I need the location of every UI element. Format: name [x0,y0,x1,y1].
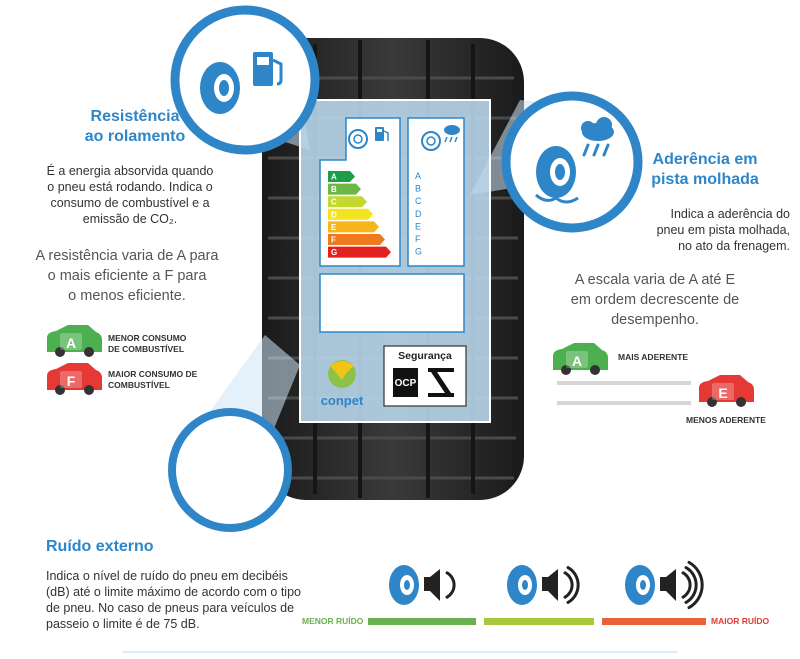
rolling-legend-letter-a: A [66,335,76,351]
fuel-class-letter: G [331,248,337,257]
tire-icon [200,62,240,114]
wet-scale-line: A escala varia de A até E [574,272,736,288]
tire-icon [534,146,579,204]
wet-legend-caption-e: MENOS ADERENTE [686,415,766,425]
rolling-legend-car-a: A [47,325,102,357]
noise-label-box [319,273,465,333]
rolling-resistance-description: É a energia absorvida quando o pneu está… [30,163,230,227]
inmetro-icon [428,368,454,397]
fuel-class-a: A [328,171,355,182]
rolling-legend-letter-f: F [67,373,76,389]
rolling-resistance-callout [170,5,320,155]
rolling-legend-caption-f: MAIOR CONSUMO DE COMBUSTÍVEL [108,369,197,391]
wet-scale-line: desempenho. [611,312,699,328]
fuel-class-letter: C [331,198,337,207]
rolling-scale-line: o mais eficiente a F para [47,268,207,284]
wet-class-c: C [415,196,422,206]
caption-line: DE COMBUSTÍVEL [108,344,185,354]
rolling-desc-line: É a energia absorvida quando [46,164,214,178]
security-title: Segurança [398,350,452,362]
fuel-panel-tire-icon [348,129,368,149]
wet-legend-car-e: E [699,375,754,407]
wet-grip-callout [501,91,643,233]
fuel-class-e: E [328,221,379,233]
wet-panel-tire-icon [421,131,441,151]
rolling-desc-line: consumo de combustível e a [50,196,210,210]
rolling-title-line-1: Resistência [90,108,180,125]
fuel-class-b: B [328,183,361,195]
wet-panel-cloud-icon [444,125,460,143]
wet-grip-description: Indica a aderência do pneu em pista molh… [620,206,790,254]
noise-description: Indica o nível de ruído do pneu em decib… [46,568,336,632]
rolling-scale-text: A resistência varia de A para o mais efi… [22,246,232,306]
fuel-class-f: F [328,234,385,245]
rolling-legend-caption-a: MENOR CONSUMO DE COMBUSTÍVEL [108,333,186,355]
wet-legend-road [557,381,691,405]
tire-speaker-icon-2 [507,565,580,605]
noise-desc-line: passeio o limite é de 75 dB. [46,617,200,631]
wet-grip-title: Aderência em pista molhada [630,150,780,190]
security-box: Segurança OCP [383,345,467,407]
rain-cloud-icon [581,117,614,157]
rolling-scale-line: A resistência varia de A para [35,248,219,264]
noise-bar-high [602,618,706,625]
rolling-legend-car-f: F [47,363,102,395]
wet-desc-line: pneu em pista molhada, [656,223,790,237]
wet-legend-caption-a: MAIS ADERENTE [618,352,689,362]
wet-class-f: F [415,234,421,244]
tire-speaker-icon-1 [389,565,456,605]
ocp-text: OCP [395,378,417,389]
noise-desc-line: de pneu. No caso de pneus para veículos … [46,601,295,615]
noise-high-label: MAIOR RUÍDO [711,616,770,626]
wet-title-line-1: Aderência em [652,151,758,168]
wet-class-e: E [415,221,421,231]
rolling-scale-line: o menos eficiente. [68,288,186,304]
fuel-class-letter: F [331,236,336,245]
wet-scale-text: A escala varia de A até E em ordem decre… [560,270,750,330]
fuel-panel-pump-icon [375,127,389,141]
noise-low-label: MENOR RUÍDO [302,616,364,626]
wet-desc-line: Indica a aderência do [670,207,790,221]
rolling-resistance-title: Resistência ao rolamento [60,107,210,147]
fuel-class-d: D [328,208,373,220]
wet-title-line-2: pista molhada [651,171,759,188]
ocp-seal: OCP [393,368,418,397]
rolling-title-line-2: ao rolamento [84,128,186,145]
caption-line: COMBUSTÍVEL [108,380,170,390]
wet-class-b: B [415,184,421,194]
wet-class-d: D [415,209,422,219]
rolling-desc-line: o pneu está rodando. Indica o [47,180,213,194]
fuel-class-letter: E [331,223,337,232]
noise-desc-line: Indica o nível de ruído do pneu em decib… [46,569,288,583]
caption-line: MAIOR CONSUMO DE [108,369,198,379]
tire-speaker-icon-3 [625,560,704,610]
wet-desc-line: no ato da frenagem. [678,239,790,253]
noise-callout [168,408,292,532]
conpet-text: conpet [321,393,364,408]
fuel-class-letter: B [331,185,337,194]
fuel-class-c: C [328,196,367,208]
wet-legend-letter-e: E [718,385,727,401]
wet-legend-letter-a: A [572,353,582,369]
noise-title: Ruído externo [46,538,154,555]
wet-scale-line: em ordem decrescente de [570,292,740,308]
conpet-logo: conpet [321,360,364,408]
wet-class-g: G [415,247,422,257]
fuel-class-g: G [328,246,391,258]
noise-bar-low [368,618,476,625]
rolling-desc-line: emissão de CO₂. [82,212,178,226]
noise-desc-line: (dB) até o limite máximo de acordo com o… [46,585,301,599]
caption-line: MENOR CONSUMO [108,333,187,343]
noise-scale-bar [368,618,706,625]
fuel-pump-icon [253,52,283,86]
fuel-class-letter: A [331,173,337,182]
fuel-class-letter: D [331,210,337,219]
wet-legend-car-a: A [553,343,608,375]
noise-bar-mid [484,618,594,625]
wet-class-a: A [415,171,421,181]
